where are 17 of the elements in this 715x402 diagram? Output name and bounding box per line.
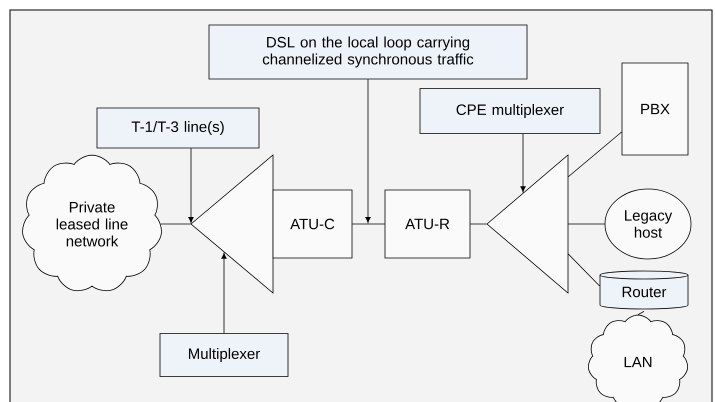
router-cylinder: Router <box>600 270 688 310</box>
network-cloud: LAN <box>588 314 688 402</box>
device-box: ATU-C <box>272 190 352 258</box>
connector-line <box>638 311 644 316</box>
arrow <box>365 79 371 223</box>
label-box: DSL on the local loop carrying channelized synchronous traffic <box>208 24 528 80</box>
connector-line <box>568 253 600 286</box>
label-box: Multiplexer <box>160 333 288 377</box>
arrow <box>520 134 526 192</box>
arrow <box>188 148 194 223</box>
device-box: PBX <box>622 62 688 156</box>
label-box: CPE multiplexer <box>420 88 600 134</box>
arrow <box>221 252 227 334</box>
connector-line <box>568 132 622 178</box>
label-box: T-1/T-3 line(s) <box>96 108 260 148</box>
network-cloud: Private leased line network <box>22 154 162 292</box>
device-box: ATU-R <box>384 190 470 258</box>
